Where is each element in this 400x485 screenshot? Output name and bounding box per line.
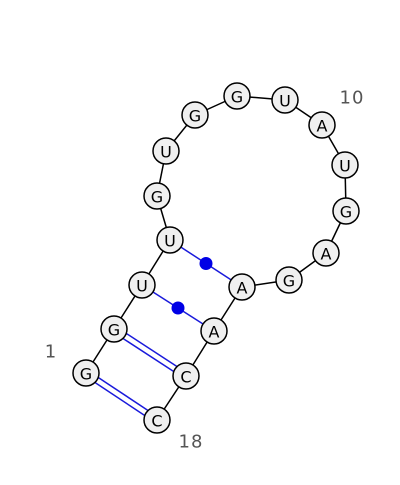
nucleotide-label: C bbox=[180, 368, 191, 387]
nucleotide-circle bbox=[128, 271, 156, 299]
nucleotide-4: U bbox=[156, 226, 184, 254]
nucleotide-circle bbox=[143, 182, 171, 210]
nucleotide-label: G bbox=[340, 203, 352, 222]
nucleotide-label: G bbox=[283, 272, 295, 291]
nucleotide-circle bbox=[271, 86, 299, 114]
nucleotide-circle bbox=[152, 137, 180, 165]
nucleotide-circle bbox=[172, 362, 200, 390]
nucleotide-circle bbox=[223, 82, 251, 110]
nucleotide-circle bbox=[312, 239, 340, 267]
base-pair-layer bbox=[94, 246, 232, 416]
nucleotide-14: G bbox=[275, 266, 303, 294]
nucleotide-5: G bbox=[143, 182, 171, 210]
nucleotide-10: A bbox=[308, 111, 336, 139]
nucleotide-label: U bbox=[136, 277, 148, 296]
nucleotide-label: U bbox=[164, 232, 176, 251]
nucleotide-label: G bbox=[108, 321, 120, 340]
nucleotide-label: C bbox=[151, 412, 162, 431]
nucleotide-label: G bbox=[151, 188, 163, 207]
nucleotide-7: G bbox=[181, 101, 209, 129]
nucleotide-circle bbox=[308, 111, 336, 139]
nucleotide-11: U bbox=[331, 151, 359, 179]
nucleotide-8: G bbox=[223, 82, 251, 110]
nucleotide-label: A bbox=[317, 117, 328, 136]
nucleotide-12: G bbox=[332, 197, 360, 225]
nucleotide-circle bbox=[100, 315, 128, 343]
nucleotide-3: U bbox=[128, 271, 156, 299]
nucleotide-circle bbox=[72, 359, 100, 387]
nucleotide-label: A bbox=[237, 279, 248, 298]
nucleotide-label: U bbox=[160, 143, 172, 162]
nucleotide-16: A bbox=[200, 317, 228, 345]
nucleotide-label: G bbox=[231, 88, 243, 107]
numbering-layer: 1 10 18 bbox=[45, 88, 365, 453]
nucleotide-13: A bbox=[312, 239, 340, 267]
backbone-layer bbox=[85, 95, 347, 421]
base-pair-line-1-18-a bbox=[94, 382, 145, 416]
wobble-dot-3-16 bbox=[171, 301, 185, 315]
nucleotide-circle bbox=[156, 226, 184, 254]
nucleotide-circle bbox=[332, 197, 360, 225]
nucleotide-circle bbox=[143, 406, 171, 434]
nucleotide-18: C bbox=[143, 406, 171, 434]
nucleotide-circle bbox=[275, 266, 303, 294]
base-pair-line-2-17-a bbox=[122, 337, 174, 373]
wobble-dot-4-15 bbox=[199, 257, 213, 270]
nucleotide-label: U bbox=[279, 92, 291, 111]
position-number-10: 10 bbox=[340, 88, 365, 109]
nucleotide-6: U bbox=[152, 137, 180, 165]
nucleotide-1: G bbox=[72, 359, 100, 387]
nucleotide-circle bbox=[200, 317, 228, 345]
nucleotide-15: A bbox=[228, 273, 256, 301]
nucleotide-circle bbox=[331, 151, 359, 179]
nucleotide-9: U bbox=[271, 86, 299, 114]
base-pair-line-2-17-b bbox=[126, 332, 178, 368]
nucleotide-17: C bbox=[172, 362, 200, 390]
position-number-1: 1 bbox=[45, 342, 57, 363]
nucleotide-label: A bbox=[321, 245, 332, 264]
base-pair-line-1-18-b bbox=[98, 377, 149, 411]
nucleotide-circle bbox=[181, 101, 209, 129]
nucleotide-label: G bbox=[80, 365, 92, 384]
nucleotide-label: A bbox=[209, 323, 220, 342]
nucleotide-label: U bbox=[339, 157, 351, 176]
nucleotide-label: G bbox=[189, 107, 201, 126]
nucleotide-circle bbox=[228, 273, 256, 301]
nucleotide-2: G bbox=[100, 315, 128, 343]
position-number-18: 18 bbox=[179, 432, 204, 453]
